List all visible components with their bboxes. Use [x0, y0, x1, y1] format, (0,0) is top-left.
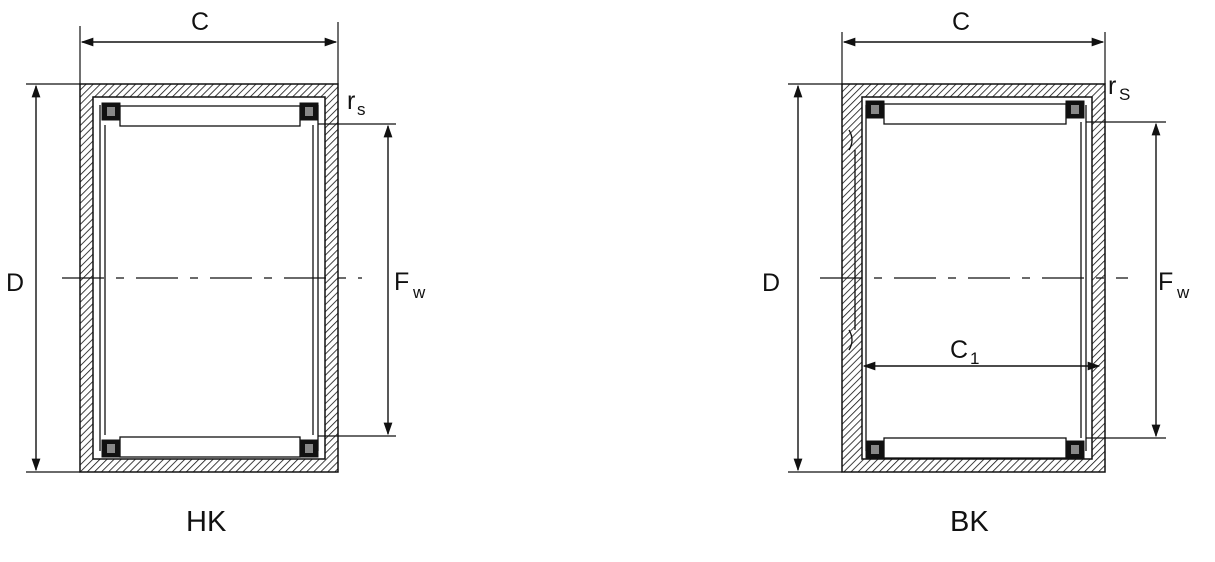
hk-label-c: C	[191, 8, 209, 36]
bk-label-rs: r	[1108, 72, 1116, 100]
hk-label-rs: r	[347, 87, 355, 115]
hk-caption: HK	[186, 506, 227, 538]
hk-bearing-drawing: C D F w r s HK	[6, 8, 426, 538]
bk-label-rs-subscript: S	[1119, 85, 1130, 104]
bk-label-c: C	[952, 8, 970, 36]
bk-outer-shell	[841, 83, 1106, 473]
bk-top-roller-cage	[883, 103, 1067, 125]
hk-label-rs-subscript: s	[357, 100, 366, 119]
bk-label-c1-subscript: 1	[970, 349, 979, 368]
bk-label-c1: C	[950, 336, 968, 364]
hk-top-roller-cage	[119, 105, 301, 127]
hk-outer-shell	[79, 83, 339, 473]
hk-label-fw: F	[394, 268, 409, 296]
bk-label-fw: F	[1158, 268, 1173, 296]
hk-label-fw-subscript: w	[412, 283, 426, 302]
bk-caption: BK	[950, 506, 989, 538]
bk-label-fw-subscript: w	[1176, 283, 1190, 302]
bk-label-d: D	[762, 269, 780, 297]
bk-closed-end-groove	[848, 129, 853, 351]
hk-label-d: D	[6, 269, 24, 297]
bk-bearing-drawing: C C 1 D F w r S BK	[762, 8, 1190, 538]
hk-bottom-roller-cage	[119, 436, 301, 458]
bk-bottom-roller-cage	[883, 437, 1067, 459]
